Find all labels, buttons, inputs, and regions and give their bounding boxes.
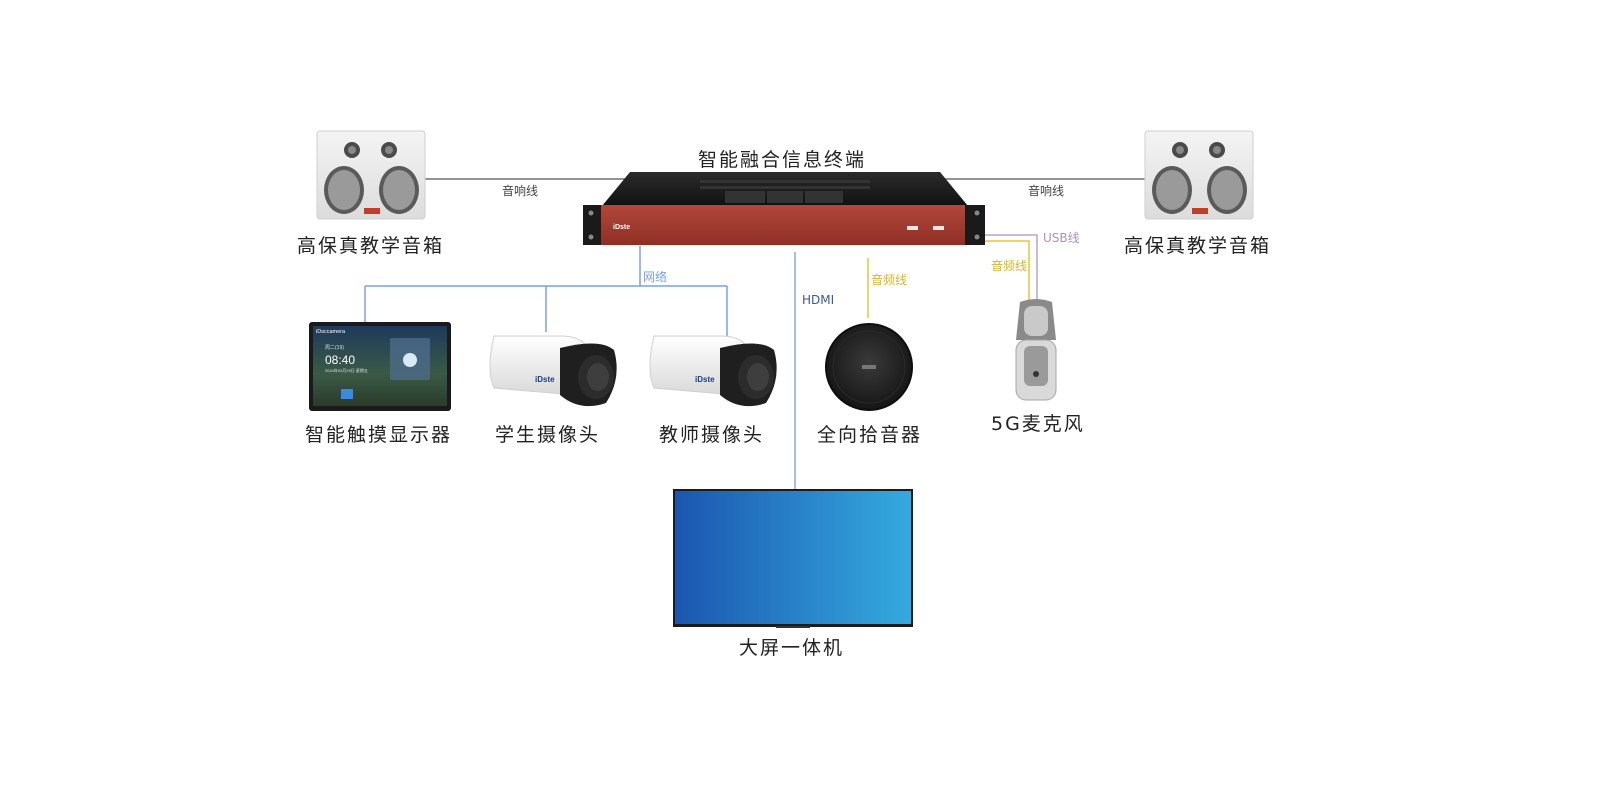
touch-display-icon: iDsccamera 周二(19) 08:40 2024年03月29日 星期五 <box>309 322 451 411</box>
touch-display-label: 智能触摸显示器 <box>305 424 453 446</box>
camera-icon: iDste <box>649 335 777 407</box>
tv-screen-icon <box>673 489 913 628</box>
camera-icon: iDste <box>489 335 617 407</box>
wireless-mic-icon <box>1015 299 1057 401</box>
omni-mic-label: 全向拾音器 <box>817 424 923 446</box>
network-cable-label: 网络 <box>643 270 668 284</box>
hdmi-cable-label: HDMI <box>802 293 835 307</box>
display-weekday: 周二(19) <box>325 345 344 351</box>
display-time: 08:40 <box>325 353 355 367</box>
usb-cable <box>984 234 1038 300</box>
terminal-label: 智能融合信息终端 <box>698 149 867 171</box>
conference-mic-icon <box>825 323 913 411</box>
teacher-camera-brand: iDste <box>695 375 715 384</box>
audio-cable-5g-label: 音频线 <box>991 259 1028 273</box>
speaker-right-label: 高保真教学音箱 <box>1124 235 1272 257</box>
student-camera-brand: iDste <box>535 375 555 384</box>
speaker-icon <box>316 130 426 220</box>
audio-cable-omni-label: 音频线 <box>871 273 908 287</box>
display-date: 2024年03月29日 星期五 <box>325 367 368 373</box>
audio-cable-right-label: 音响线 <box>1028 184 1065 198</box>
big-screen-label: 大屏一体机 <box>739 637 845 659</box>
network-cable <box>364 246 728 336</box>
audio-cable-5g <box>984 240 1030 300</box>
display-brand: iDsccamera <box>316 329 346 335</box>
speaker-left-label: 高保真教学音箱 <box>297 235 445 257</box>
usb-cable-label: USB线 <box>1043 231 1080 245</box>
terminal-brand: iDste <box>613 224 630 231</box>
rack-terminal-icon: iDste <box>583 172 985 245</box>
student-camera-label: 学生摄像头 <box>495 424 601 446</box>
speaker-icon <box>1144 130 1254 220</box>
mic-5g-label: 5G麦克风 <box>991 413 1085 435</box>
audio-cable-left-label: 音响线 <box>502 184 539 198</box>
teacher-camera-label: 教师摄像头 <box>659 424 765 446</box>
